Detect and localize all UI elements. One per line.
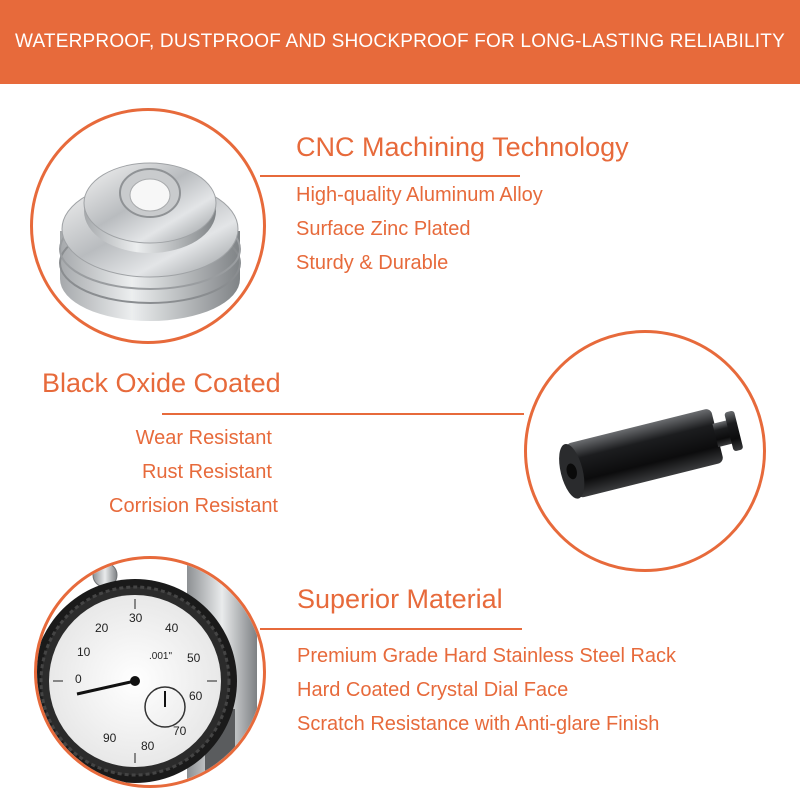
- dial-unit-label: .001": [149, 651, 173, 662]
- black-oxide-item-2: Rust Resistant: [141, 461, 272, 483]
- dial-number-90: 90: [103, 731, 117, 745]
- aluminum-pulley-image: [30, 108, 266, 344]
- banner-text: WATERPROOF, DUSTPROOF AND SHOCKPROOF FOR…: [15, 31, 785, 52]
- black-oxide-connector-line: [162, 413, 524, 415]
- cnc-connector-line: [260, 175, 520, 177]
- black-cylinder-pin-image: [524, 330, 766, 572]
- black-oxide-heading: Black Oxide Coated: [42, 368, 281, 398]
- cnc-item-1: High-quality Aluminum Alloy: [296, 184, 543, 206]
- dial-number-10: 10: [77, 645, 91, 659]
- cnc-item-2: Surface Zinc Plated: [296, 218, 471, 240]
- cnc-item-3: Sturdy & Durable: [296, 252, 449, 274]
- dial-number-50: 50: [187, 651, 201, 665]
- top-banner: WATERPROOF, DUSTPROOF AND SHOCKPROOF FOR…: [0, 0, 800, 84]
- dial-indicator-image: 0 10 20 30 40 50 60 70 80 90 .001": [34, 556, 266, 788]
- superior-item-2: Hard Coated Crystal Dial Face: [297, 679, 569, 701]
- dial-number-40: 40: [165, 621, 179, 635]
- dial-number-0: 0: [75, 672, 82, 686]
- dial-number-70: 70: [173, 724, 187, 738]
- dial-number-20: 20: [95, 621, 109, 635]
- black-oxide-item-1: Wear Resistant: [135, 427, 272, 449]
- superior-connector-line: [260, 628, 522, 630]
- superior-heading: Superior Material: [297, 584, 503, 614]
- superior-item-1: Premium Grade Hard Stainless Steel Rack: [297, 645, 677, 667]
- dial-number-30: 30: [129, 611, 143, 625]
- black-oxide-item-3: Corrision Resistant: [109, 495, 278, 517]
- dial-number-60: 60: [189, 689, 203, 703]
- cnc-heading: CNC Machining Technology: [296, 132, 629, 162]
- superior-item-3: Scratch Resistance with Anti-glare Finis…: [297, 713, 660, 735]
- dial-number-80: 80: [141, 739, 155, 753]
